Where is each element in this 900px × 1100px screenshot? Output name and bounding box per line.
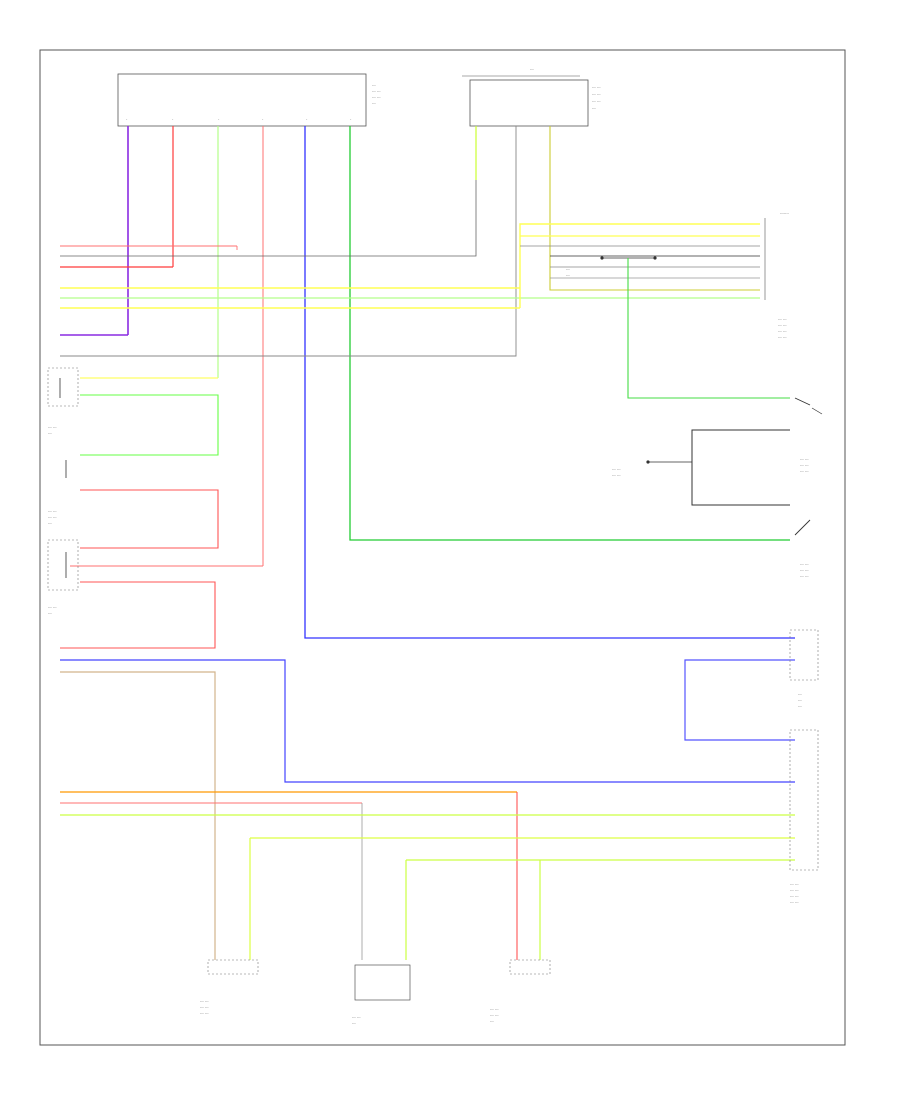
lower-right-module: --- --- --- --- --- --- --- --- --- --- …	[789, 629, 819, 904]
svg-text:---: ---	[352, 1021, 357, 1025]
svg-text:-: -	[172, 117, 174, 121]
svg-text:--- ---: --- ---	[352, 1015, 361, 1019]
svg-text:---: ---	[566, 273, 571, 277]
svg-text:--- ---: --- ---	[48, 605, 57, 609]
svg-text:---: ---	[798, 698, 803, 702]
svg-text:--- ---: --- ---	[800, 568, 809, 572]
svg-text:--- ---: --- ---	[592, 92, 601, 96]
svg-text:---: ---	[592, 106, 597, 110]
lower-bus	[60, 791, 795, 960]
svg-text:--- ---: --- ---	[592, 99, 601, 103]
svg-text:---: ---	[372, 83, 377, 87]
svg-text:--- ---: --- ---	[490, 1007, 499, 1011]
top-right-connector: --- --- --- --- --- --- --- ---	[462, 67, 601, 127]
wire-yellow-green-tr	[60, 126, 477, 257]
bottom-sensor-2: --- --- ---	[352, 964, 411, 1025]
svg-text:--- ---: --- ---	[800, 463, 809, 467]
svg-text:---: ---	[48, 521, 53, 525]
switch-lower-right: --- --- --- --- --- ---	[794, 519, 811, 578]
diagram-border	[39, 49, 846, 1046]
svg-text:--- ---: --- ---	[48, 509, 57, 513]
wire-green-right	[627, 258, 790, 399]
svg-text:---: ---	[530, 67, 535, 71]
horizontal-bus	[60, 223, 760, 309]
svg-text:---: ---	[566, 267, 571, 271]
svg-text:--- ---: --- ---	[372, 95, 381, 99]
svg-text:--- ---: --- ---	[372, 89, 381, 93]
svg-text:--- ---: --- ---	[48, 515, 57, 519]
black-wire-loop: --- --- --- ---	[612, 429, 790, 506]
svg-text:---: ---	[48, 431, 53, 435]
wire-blue-lower	[60, 659, 795, 783]
svg-text:--- ---: --- ---	[790, 882, 799, 886]
svg-text:---: ---	[798, 704, 803, 708]
svg-text:--- ---: --- ---	[200, 999, 209, 1003]
svg-text:--- ---: --- ---	[790, 888, 799, 892]
svg-text:-: -	[126, 117, 128, 121]
svg-text:--- ---: --- ---	[790, 900, 799, 904]
svg-text:--- ---: --- ---	[778, 317, 787, 321]
svg-text:--- ---: --- ---	[800, 562, 809, 566]
svg-text:--- ---: --- ---	[778, 323, 787, 327]
svg-text:--- ---: --- ---	[778, 335, 787, 339]
svg-text:-: -	[262, 117, 264, 121]
svg-text:--- ---: --- ---	[48, 425, 57, 429]
svg-text:--- ---: --- ---	[592, 85, 601, 89]
wire-yellow-tr	[549, 126, 760, 291]
svg-text:---: ---	[372, 101, 377, 105]
svg-text:---: ---	[490, 1019, 495, 1023]
svg-text:---: ---	[48, 611, 53, 615]
svg-text:-: -	[350, 117, 352, 121]
svg-text:--- ---: --- ---	[778, 329, 787, 333]
wire-tan	[60, 671, 216, 960]
svg-text:-: -	[218, 117, 220, 121]
left-switch-1: --- --- ---	[47, 367, 219, 456]
bottom-sensor-3: --- --- --- --- ---	[490, 959, 551, 1023]
bottom-sensor-1: --- --- --- --- --- ---	[200, 959, 259, 1015]
svg-text:---: ---	[798, 692, 803, 696]
wire-violet-vertical	[60, 126, 129, 336]
left-switch-2: --- --- --- --- ---	[48, 460, 219, 549]
svg-text:--- ---: --- ---	[800, 457, 809, 461]
wire-red-vertical	[60, 126, 174, 268]
top-right-connector-2: ------- --- --- --- --- --- --- --- ---	[764, 211, 790, 339]
wire-gray-tr	[60, 126, 517, 357]
svg-text:-: -	[306, 117, 308, 121]
svg-text:--- ---: --- ---	[200, 1005, 209, 1009]
wire-blue-vertical	[304, 126, 795, 639]
svg-text:--- ---: --- ---	[790, 894, 799, 898]
wire-red-2	[70, 126, 264, 567]
svg-text:--- ---: --- ---	[800, 469, 809, 473]
wire-green-2	[349, 126, 790, 541]
top-left-connector: --- --- --- --- --- --- - - - - - -	[117, 73, 381, 127]
svg-text:-------: -------	[780, 211, 790, 215]
svg-text:--- ---: --- ---	[490, 1013, 499, 1017]
svg-text:--- ---: --- ---	[200, 1011, 209, 1015]
svg-text:--- ---: --- ---	[612, 473, 621, 477]
wire-green-1	[80, 126, 219, 379]
svg-text:--- ---: --- ---	[800, 574, 809, 578]
switch-upper-right: --- --- --- --- --- ---	[794, 397, 823, 473]
svg-text:--- ---: --- ---	[612, 467, 621, 471]
left-switch-3: --- --- ---	[47, 539, 216, 649]
